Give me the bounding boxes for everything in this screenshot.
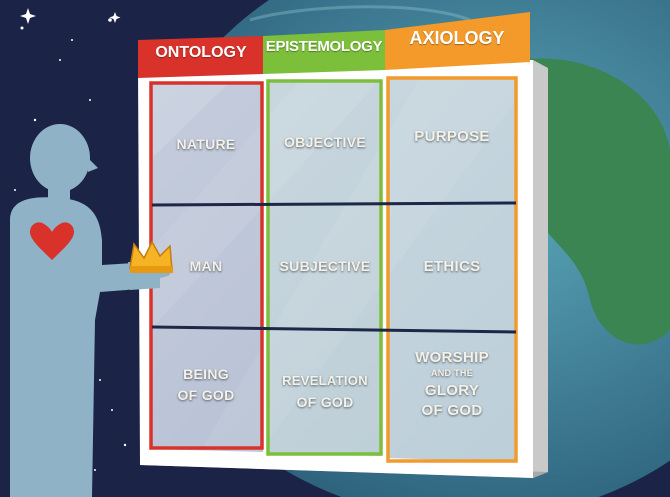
cell-purpose: PURPOSE xyxy=(414,128,490,145)
cell-subjective: SUBJECTIVE xyxy=(279,258,371,274)
cell-nature: NATURE xyxy=(176,136,236,152)
row-dividers xyxy=(151,201,517,334)
cell-objective: OBJECTIVE xyxy=(283,134,367,150)
heart-icon xyxy=(30,222,74,260)
person-silhouette xyxy=(10,124,152,497)
ontology-header: ONTOLOGY xyxy=(155,44,247,61)
cell-of-god-ontology: OF GOD xyxy=(177,387,235,403)
axiology-column-border xyxy=(386,76,518,463)
cell-man: MAN xyxy=(189,258,223,274)
cell-and-the: AND THE xyxy=(430,368,474,378)
epistemology-header-tab xyxy=(263,30,385,74)
cell-of-god-epistemology: OF GOD xyxy=(296,394,354,410)
axiology-header-tab xyxy=(385,12,530,70)
axiology-header: AXIOLOGY xyxy=(409,28,505,48)
cell-glory: GLORY xyxy=(424,382,480,399)
epistemology-header: EPISTEMOLOGY xyxy=(265,38,383,55)
window-frame-edge xyxy=(533,60,548,478)
cell-ethics: ETHICS xyxy=(423,258,481,275)
epistemology-column-border xyxy=(266,79,383,456)
cell-being: BEING xyxy=(183,366,229,382)
cell-of-god-axiology: OF GOD xyxy=(421,402,483,419)
cell-revelation: REVELATION xyxy=(282,373,368,388)
crown-icon xyxy=(129,240,173,273)
ontology-header-tab xyxy=(138,36,263,78)
cell-worship: WORSHIP xyxy=(415,349,489,366)
